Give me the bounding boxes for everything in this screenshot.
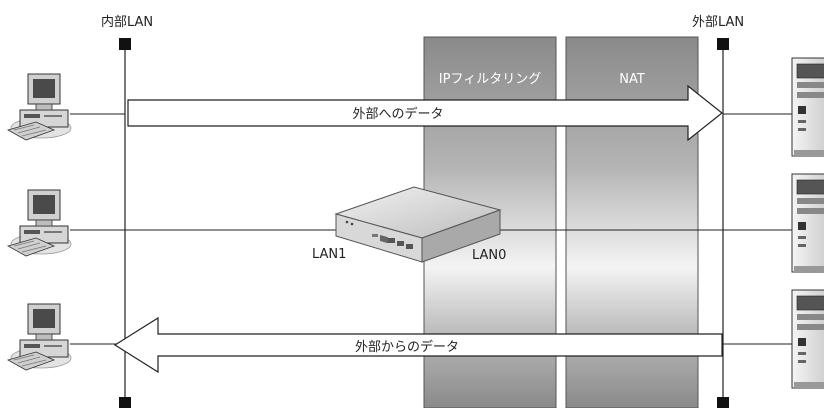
- tower-server-icon: [791, 289, 824, 389]
- outbound-data-label: 外部へのデータ: [352, 106, 443, 122]
- desktop-computer-icon: [7, 303, 72, 371]
- tower-server-icon: [791, 173, 824, 273]
- internal-lan-top-terminator: [119, 38, 131, 50]
- ip-filtering-label: IPフィルタリング: [439, 72, 541, 87]
- inbound-data-arrow: [113, 316, 723, 374]
- outbound-data-arrow: [127, 84, 723, 142]
- router-lan0-label: LAN0: [472, 248, 506, 263]
- router-icon: [334, 186, 502, 263]
- desktop-computer-icon: [7, 189, 72, 257]
- external-lan-bottom-terminator: [717, 397, 729, 408]
- router-lan1-label: LAN1: [312, 247, 346, 262]
- desktop-computer-icon: [7, 73, 72, 141]
- inbound-data-label: 外部からのデータ: [355, 339, 459, 355]
- external-lan-label: 外部LAN: [692, 15, 744, 30]
- tower-server-icon: [791, 57, 824, 157]
- nat-label: NAT: [619, 72, 645, 87]
- external-lan-top-terminator: [717, 38, 729, 50]
- internal-lan-label: 内部LAN: [101, 14, 153, 30]
- internal-lan-bottom-terminator: [119, 397, 131, 408]
